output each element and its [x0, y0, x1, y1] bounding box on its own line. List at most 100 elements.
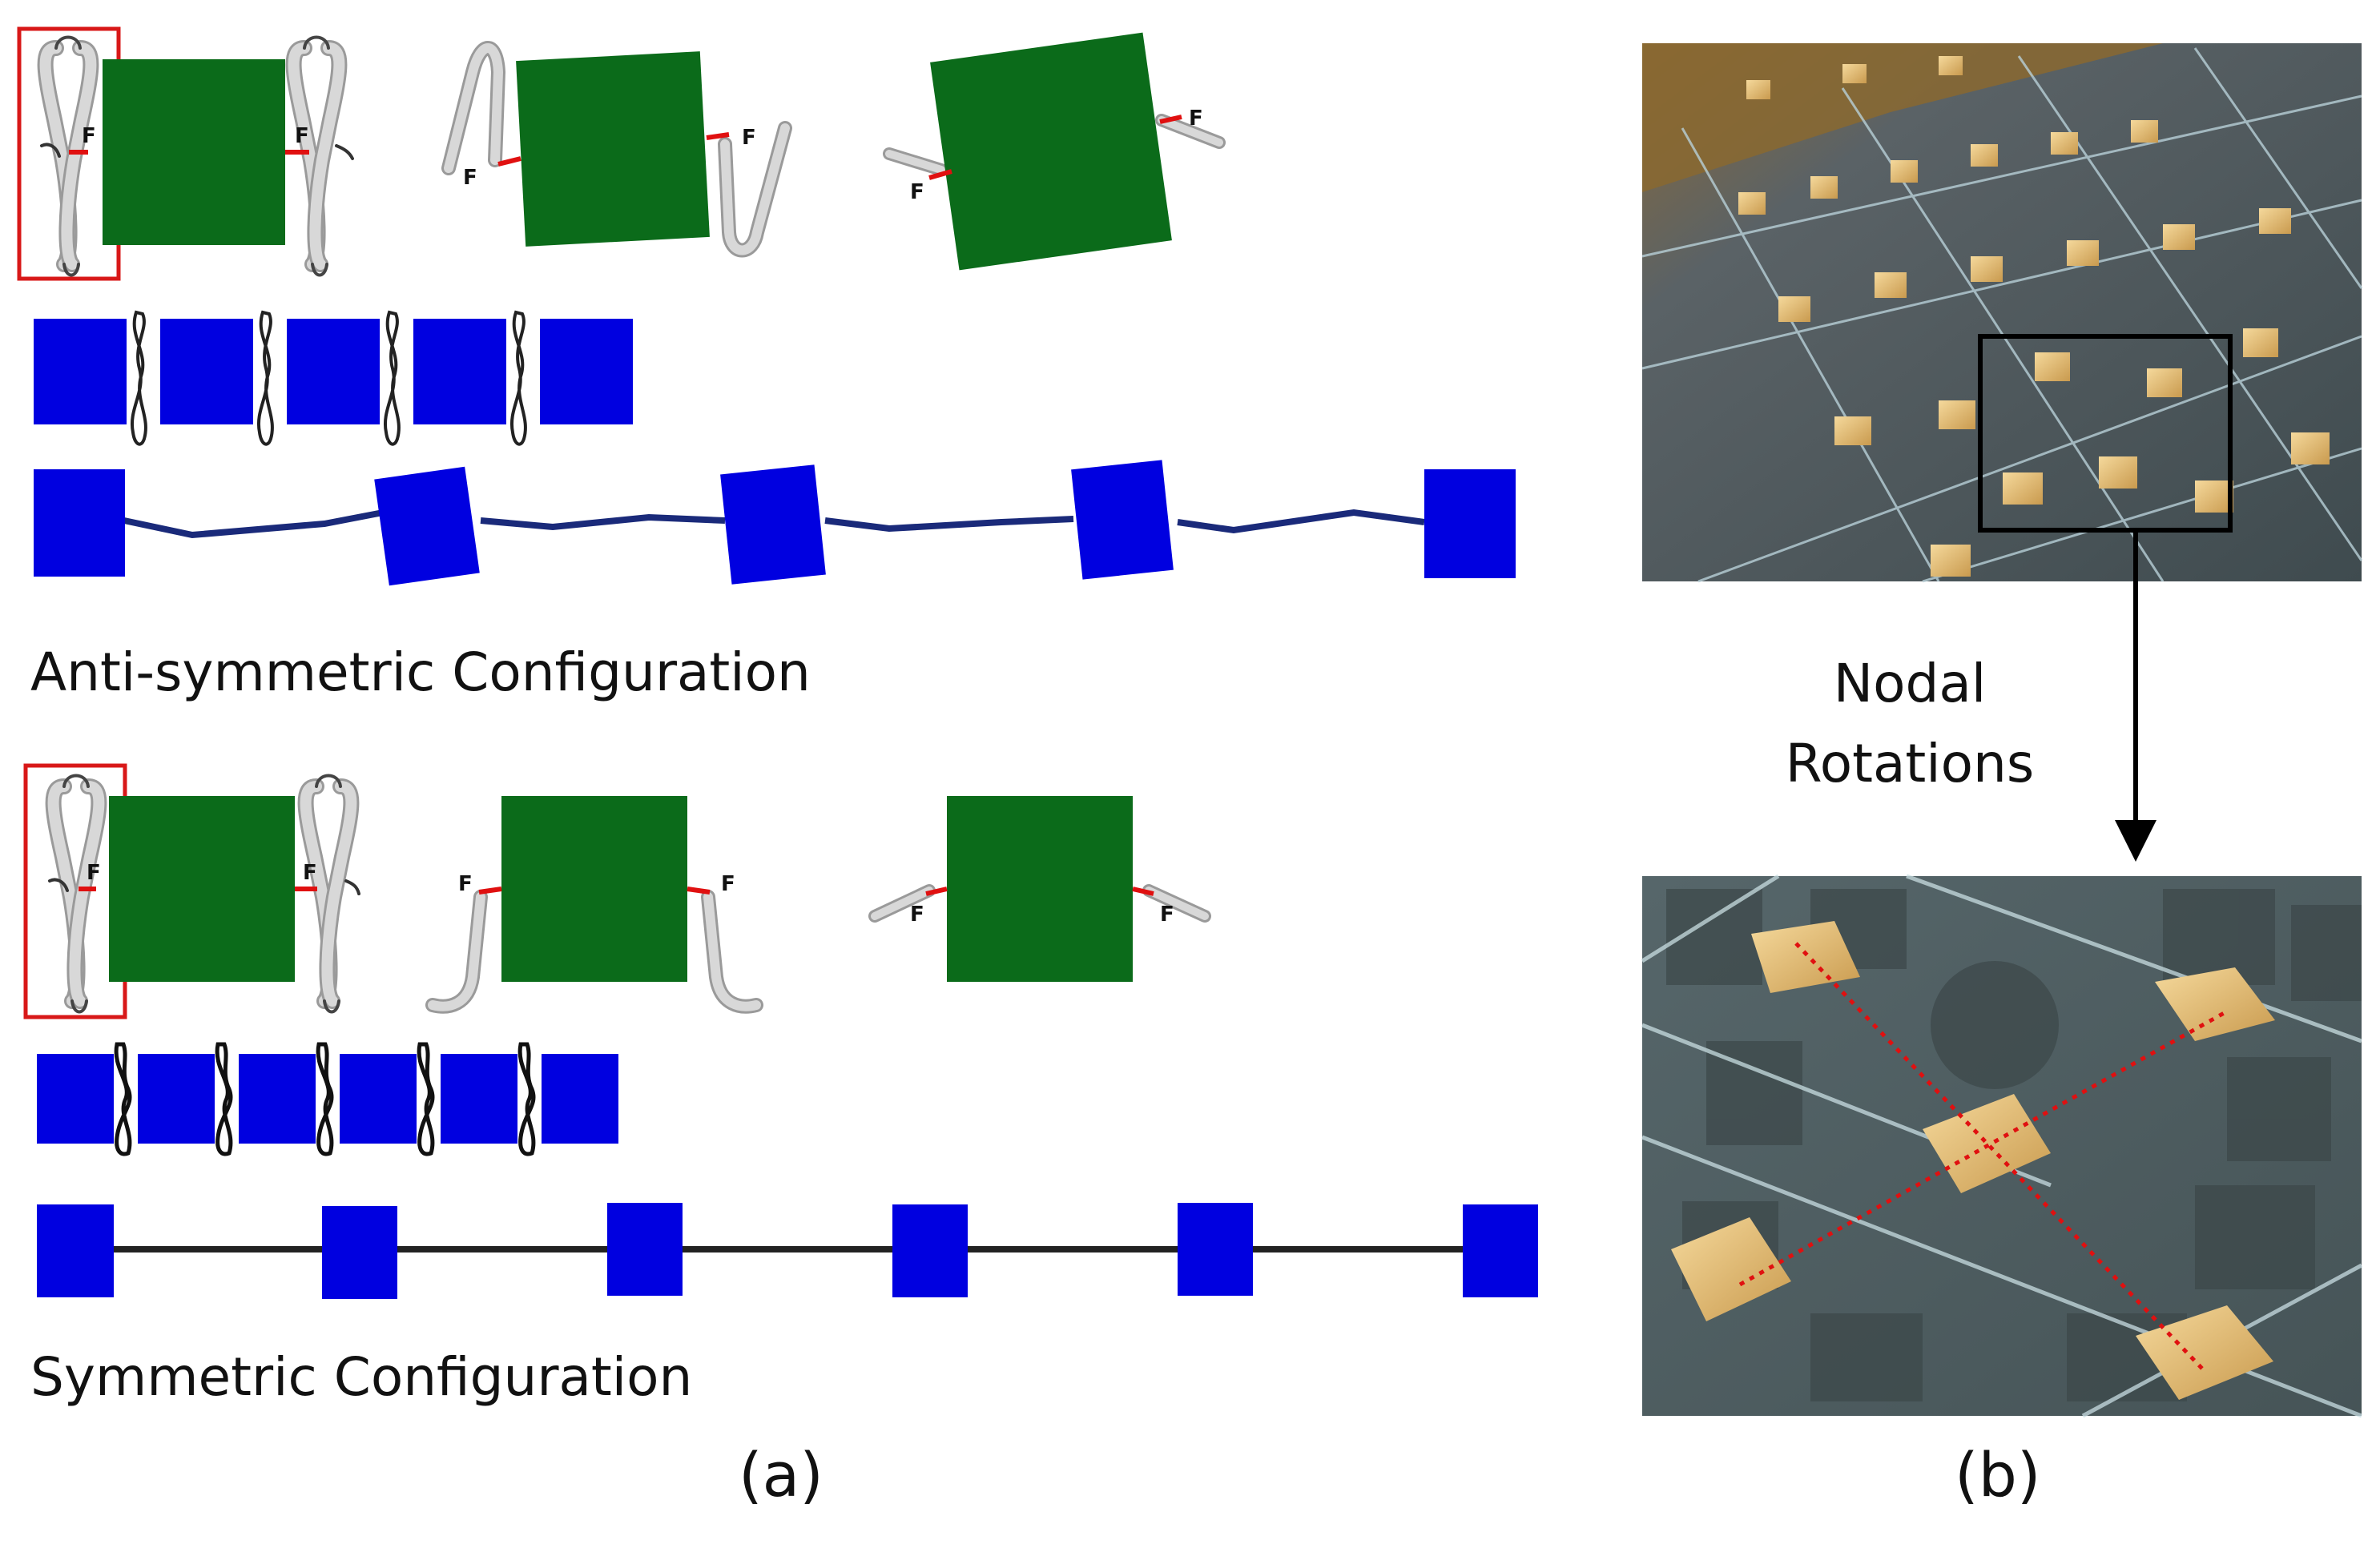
spring-link: [114, 1042, 132, 1156]
force-label: F: [463, 166, 477, 190]
node-green: [501, 796, 687, 982]
spring-link: [480, 513, 726, 531]
symmetric-expanded-chain: [37, 1203, 1538, 1299]
anti-unit-cell-2: F F: [441, 41, 792, 258]
force-arrow: [706, 132, 730, 140]
spring-link: [316, 1042, 334, 1156]
spring-link: [509, 310, 527, 446]
node-blue: [138, 1054, 215, 1144]
panel-b-caption: (b): [1955, 1439, 2041, 1510]
force-label: F: [910, 180, 924, 204]
force-label: F: [82, 124, 96, 148]
zoomed-photo: [1641, 874, 2363, 1418]
anti-unit-cell-3: F F: [883, 32, 1226, 271]
nodal-rotations-label-line1: Nodal: [1834, 653, 1986, 714]
sym-unit-cell-2: F F: [425, 796, 763, 1014]
panel-a-caption: (a): [739, 1439, 824, 1510]
force-arrow: [497, 156, 522, 167]
zoom-arrow: [2115, 532, 2156, 862]
node-blue: [607, 1203, 683, 1296]
symmetric-unit-cells: F F F F: [23, 763, 1211, 1019]
node-blue: [37, 1204, 114, 1297]
force-label: F: [87, 861, 101, 885]
spring-left: [37, 35, 99, 277]
node-green: [947, 796, 1133, 982]
spring-right: [1142, 884, 1211, 923]
symmetric-configuration-label: Symmetric Configuration: [30, 1346, 692, 1408]
spring-right: [701, 890, 763, 1014]
node-blue: [542, 1054, 618, 1144]
spring-link: [824, 516, 1074, 533]
node-blue: [287, 319, 380, 424]
spring-link: [130, 310, 147, 446]
force-arrow: [478, 887, 502, 895]
node-blue: [413, 319, 506, 424]
arrow-head-icon: [2115, 820, 2156, 862]
force-label: F: [910, 903, 924, 927]
panel-b: Nodal Rotations: [1641, 43, 2363, 1510]
spring-right: [285, 35, 354, 277]
rotation-diagonals: [1738, 942, 2227, 1371]
force-arrow: [1132, 887, 1154, 896]
node-blue: [1071, 460, 1174, 580]
force-label: F: [295, 124, 309, 148]
node-blue: [322, 1206, 397, 1299]
spring-right: [1155, 114, 1226, 149]
spring-link: [256, 310, 274, 446]
force-label: F: [1160, 903, 1174, 927]
spring-link: [123, 509, 384, 539]
spring-link: [517, 1042, 536, 1156]
gold-pads: [1738, 56, 2330, 577]
node-blue: [1463, 1204, 1538, 1297]
node-blue: [892, 1204, 968, 1297]
force-label: F: [742, 126, 756, 150]
force-arrow: [687, 887, 711, 895]
force-label: F: [721, 872, 735, 896]
panel-a: F F F F: [17, 26, 1538, 1510]
lattice-photo: [1641, 43, 2363, 583]
node-blue: [720, 464, 826, 585]
node-blue: [540, 319, 633, 424]
zoom-region-box: [1978, 334, 2233, 533]
spring-left: [425, 890, 488, 1014]
anti-symmetric-compact-chain: [34, 310, 633, 446]
sym-unit-cell-1: F F: [23, 763, 360, 1019]
anti-symmetric-configuration-label: Anti-symmetric Configuration: [30, 641, 811, 703]
force-arrow: [928, 169, 952, 180]
node-green: [109, 796, 295, 982]
anti-symmetric-unit-cells: F F F F: [17, 26, 1226, 281]
anti-unit-cell-1: F F: [17, 26, 354, 281]
node-green: [103, 59, 285, 245]
node-blue: [374, 466, 480, 586]
spring-link: [1177, 509, 1425, 534]
gold-pads: [1671, 921, 2275, 1400]
sym-unit-cell-3: F F: [868, 796, 1211, 982]
node-blue: [34, 469, 125, 577]
node-blue: [1178, 1203, 1253, 1296]
force-label: F: [458, 872, 473, 896]
spring-right: [718, 121, 792, 258]
node-blue: [1424, 469, 1516, 578]
node-blue: [34, 319, 127, 424]
node-blue: [37, 1054, 114, 1144]
spring-left: [883, 147, 948, 176]
spring-link: [215, 1042, 233, 1156]
symmetric-compact-chain: [37, 1042, 618, 1156]
force-label: F: [1189, 107, 1203, 131]
node-blue: [340, 1054, 417, 1144]
force-arrow: [1159, 115, 1182, 124]
node-blue: [160, 319, 253, 424]
spring-link: [417, 1042, 435, 1156]
force-arrow: [925, 887, 948, 896]
node-green: [516, 51, 710, 247]
spring-link: [383, 310, 401, 446]
spring-left: [45, 774, 107, 1014]
nodal-rotations-label-line2: Rotations: [1786, 733, 2034, 794]
node-blue: [441, 1054, 517, 1144]
spring-right: [297, 774, 360, 1014]
spring-left: [441, 41, 506, 175]
force-label: F: [303, 861, 317, 885]
anti-symmetric-expanded-chain: [34, 460, 1516, 586]
spring-left: [868, 884, 936, 923]
